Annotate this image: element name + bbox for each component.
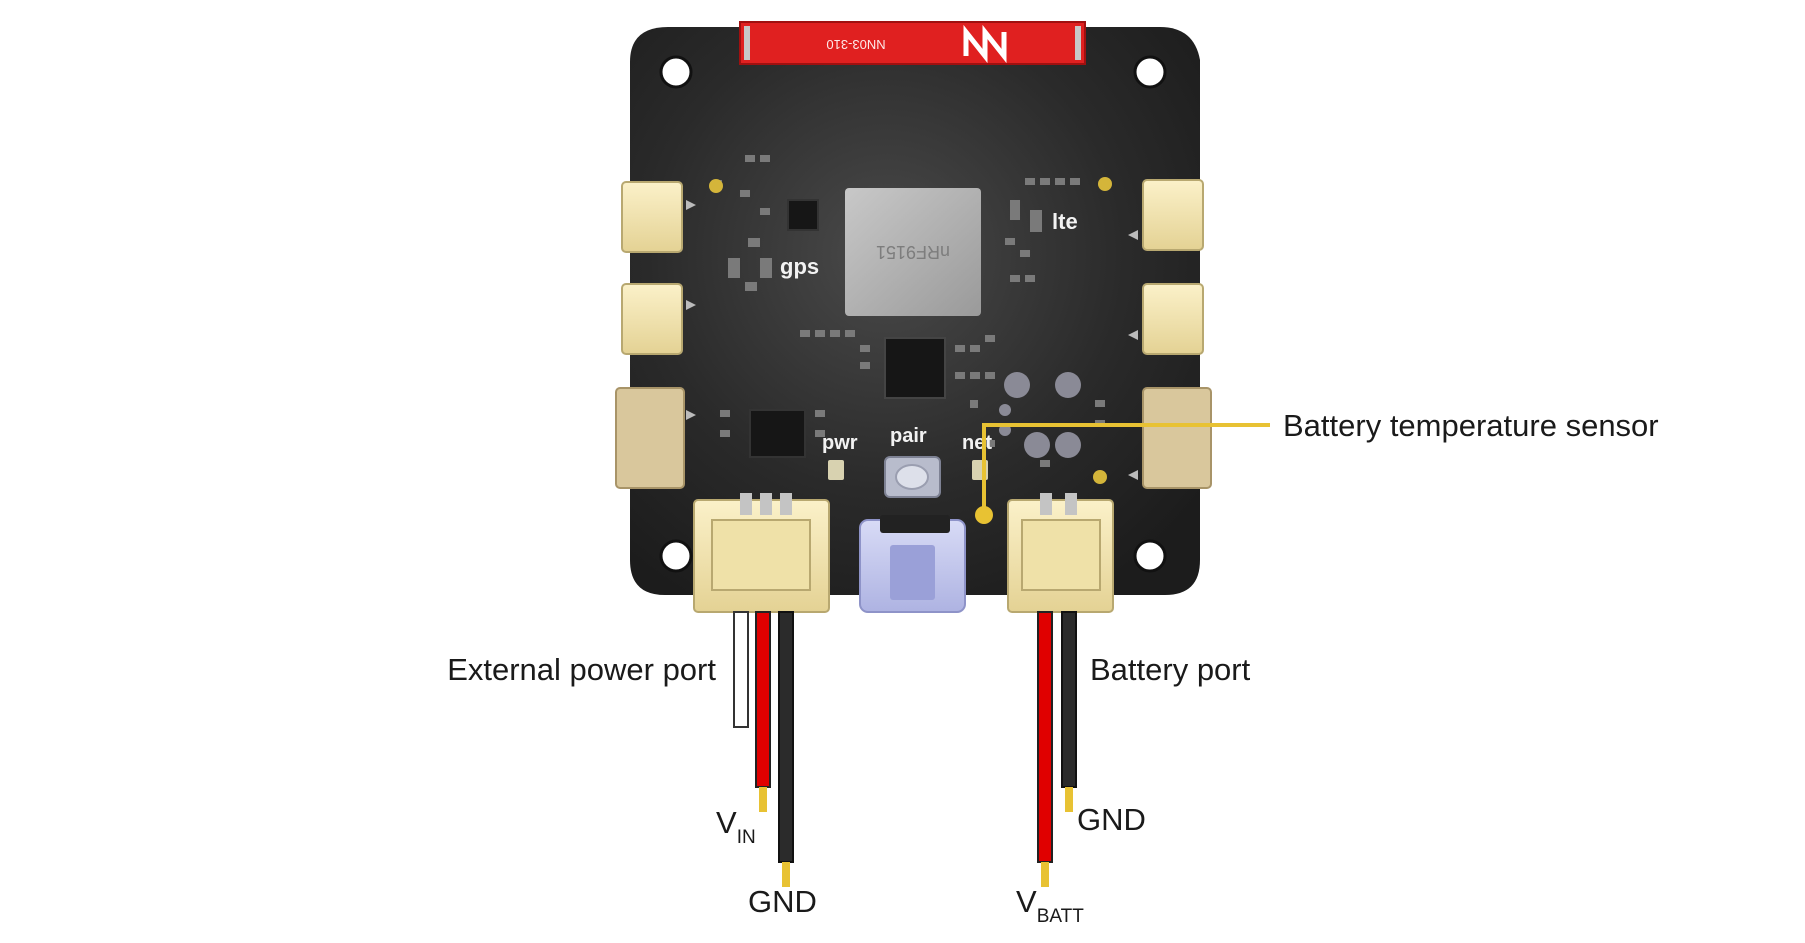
battery-temp-sensor-label: Battery temperature sensor bbox=[1283, 408, 1659, 443]
silk-pwr: pwr bbox=[822, 432, 858, 454]
external-power-connector bbox=[693, 493, 830, 613]
qfn-chip bbox=[749, 199, 946, 458]
vbatt-label: VBATT bbox=[1016, 884, 1084, 927]
silk-net: net bbox=[962, 432, 992, 454]
silk-pair: pair bbox=[890, 425, 927, 447]
battery-port-label: Battery port bbox=[1090, 652, 1251, 687]
chip-marking: nRF9151 bbox=[876, 242, 950, 262]
wire-gnd-black bbox=[778, 611, 794, 863]
external-power-port-label: External power port bbox=[447, 652, 716, 687]
circuit-board: NN03-310 nRF9151 bbox=[615, 21, 1212, 613]
side-connectors-right bbox=[1128, 179, 1212, 489]
vin-main: V bbox=[716, 805, 737, 840]
usb-c-port bbox=[859, 515, 966, 613]
test-pads bbox=[709, 177, 1112, 484]
mounting-holes bbox=[659, 55, 1167, 573]
side-connectors-left bbox=[615, 181, 696, 489]
wire-white bbox=[733, 611, 749, 728]
gnd-external-label: GND bbox=[748, 884, 817, 919]
wire-vbatt-tip bbox=[1041, 862, 1049, 887]
antenna-strip: NN03-310 bbox=[739, 21, 1086, 65]
battery-temp-callout bbox=[975, 423, 1270, 524]
silk-lte: lte bbox=[1052, 209, 1078, 234]
silk-gps: gps bbox=[780, 254, 819, 279]
wire-vbatt-red bbox=[1037, 611, 1053, 863]
pair-button bbox=[884, 456, 941, 498]
callout-line bbox=[982, 423, 1270, 515]
battery-wires bbox=[1037, 611, 1077, 887]
vbatt-sub: BATT bbox=[1037, 906, 1085, 927]
vbatt-main: V bbox=[1016, 884, 1037, 919]
external-power-wires bbox=[733, 611, 794, 887]
wire-gnd-tip bbox=[782, 862, 790, 887]
wire-gnd-batt-tip bbox=[1065, 787, 1073, 812]
wire-gnd-black-batt bbox=[1061, 611, 1077, 788]
gnd-battery-label: GND bbox=[1077, 802, 1146, 837]
wire-vin-red bbox=[755, 611, 771, 788]
vin-sub: IN bbox=[737, 827, 756, 848]
brand-logo-icon bbox=[963, 24, 1007, 64]
vin-label: VIN bbox=[716, 805, 756, 848]
part-number-label: NN03-310 bbox=[826, 37, 885, 52]
main-chip: nRF9151 bbox=[845, 188, 981, 316]
wire-vin-tip bbox=[759, 787, 767, 812]
battery-connector bbox=[1007, 493, 1114, 613]
callout-dot bbox=[975, 506, 993, 524]
